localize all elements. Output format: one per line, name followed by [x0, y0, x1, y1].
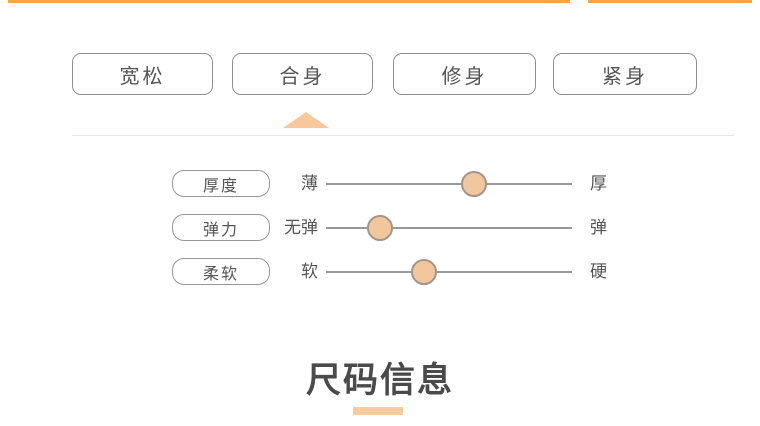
slider-track — [326, 259, 572, 285]
attribute-name-badge: 柔软 — [172, 258, 270, 285]
selected-tab-indicator-triangle — [283, 112, 329, 128]
attribute-row-thickness: 厚度 薄 厚 — [0, 170, 760, 198]
attribute-row-elasticity: 弹力 无弹 弹 — [0, 214, 760, 242]
attribute-name-badge: 弹力 — [172, 214, 270, 241]
slider-min-label: 软 — [301, 262, 318, 281]
slider-track — [326, 215, 572, 241]
fit-tab-slim[interactable]: 修身 — [393, 53, 536, 95]
fit-tab-tight[interactable]: 紧身 — [553, 53, 697, 95]
attribute-row-softness: 柔软 软 硬 — [0, 258, 760, 286]
slider-track — [326, 171, 572, 197]
slider-min-label: 无弹 — [284, 218, 318, 237]
slider-knob[interactable] — [367, 215, 394, 241]
title-underline-bar — [353, 407, 403, 415]
slider-knob[interactable] — [411, 259, 438, 285]
fit-tab-loose[interactable]: 宽松 — [72, 53, 213, 95]
slider-max-label: 硬 — [590, 262, 607, 281]
slider-knob[interactable] — [460, 171, 487, 197]
slider-min-label: 薄 — [301, 174, 318, 193]
section-divider — [72, 135, 734, 136]
attribute-name-badge: 厚度 — [172, 170, 270, 197]
slider-max-label: 弹 — [590, 218, 607, 237]
size-info-title: 尺码信息 — [305, 361, 454, 400]
top-accent-line-left — [8, 0, 570, 3]
fit-tab-fitted[interactable]: 合身 — [232, 53, 373, 95]
top-accent-line-right — [588, 0, 752, 3]
slider-max-label: 厚 — [590, 174, 607, 193]
